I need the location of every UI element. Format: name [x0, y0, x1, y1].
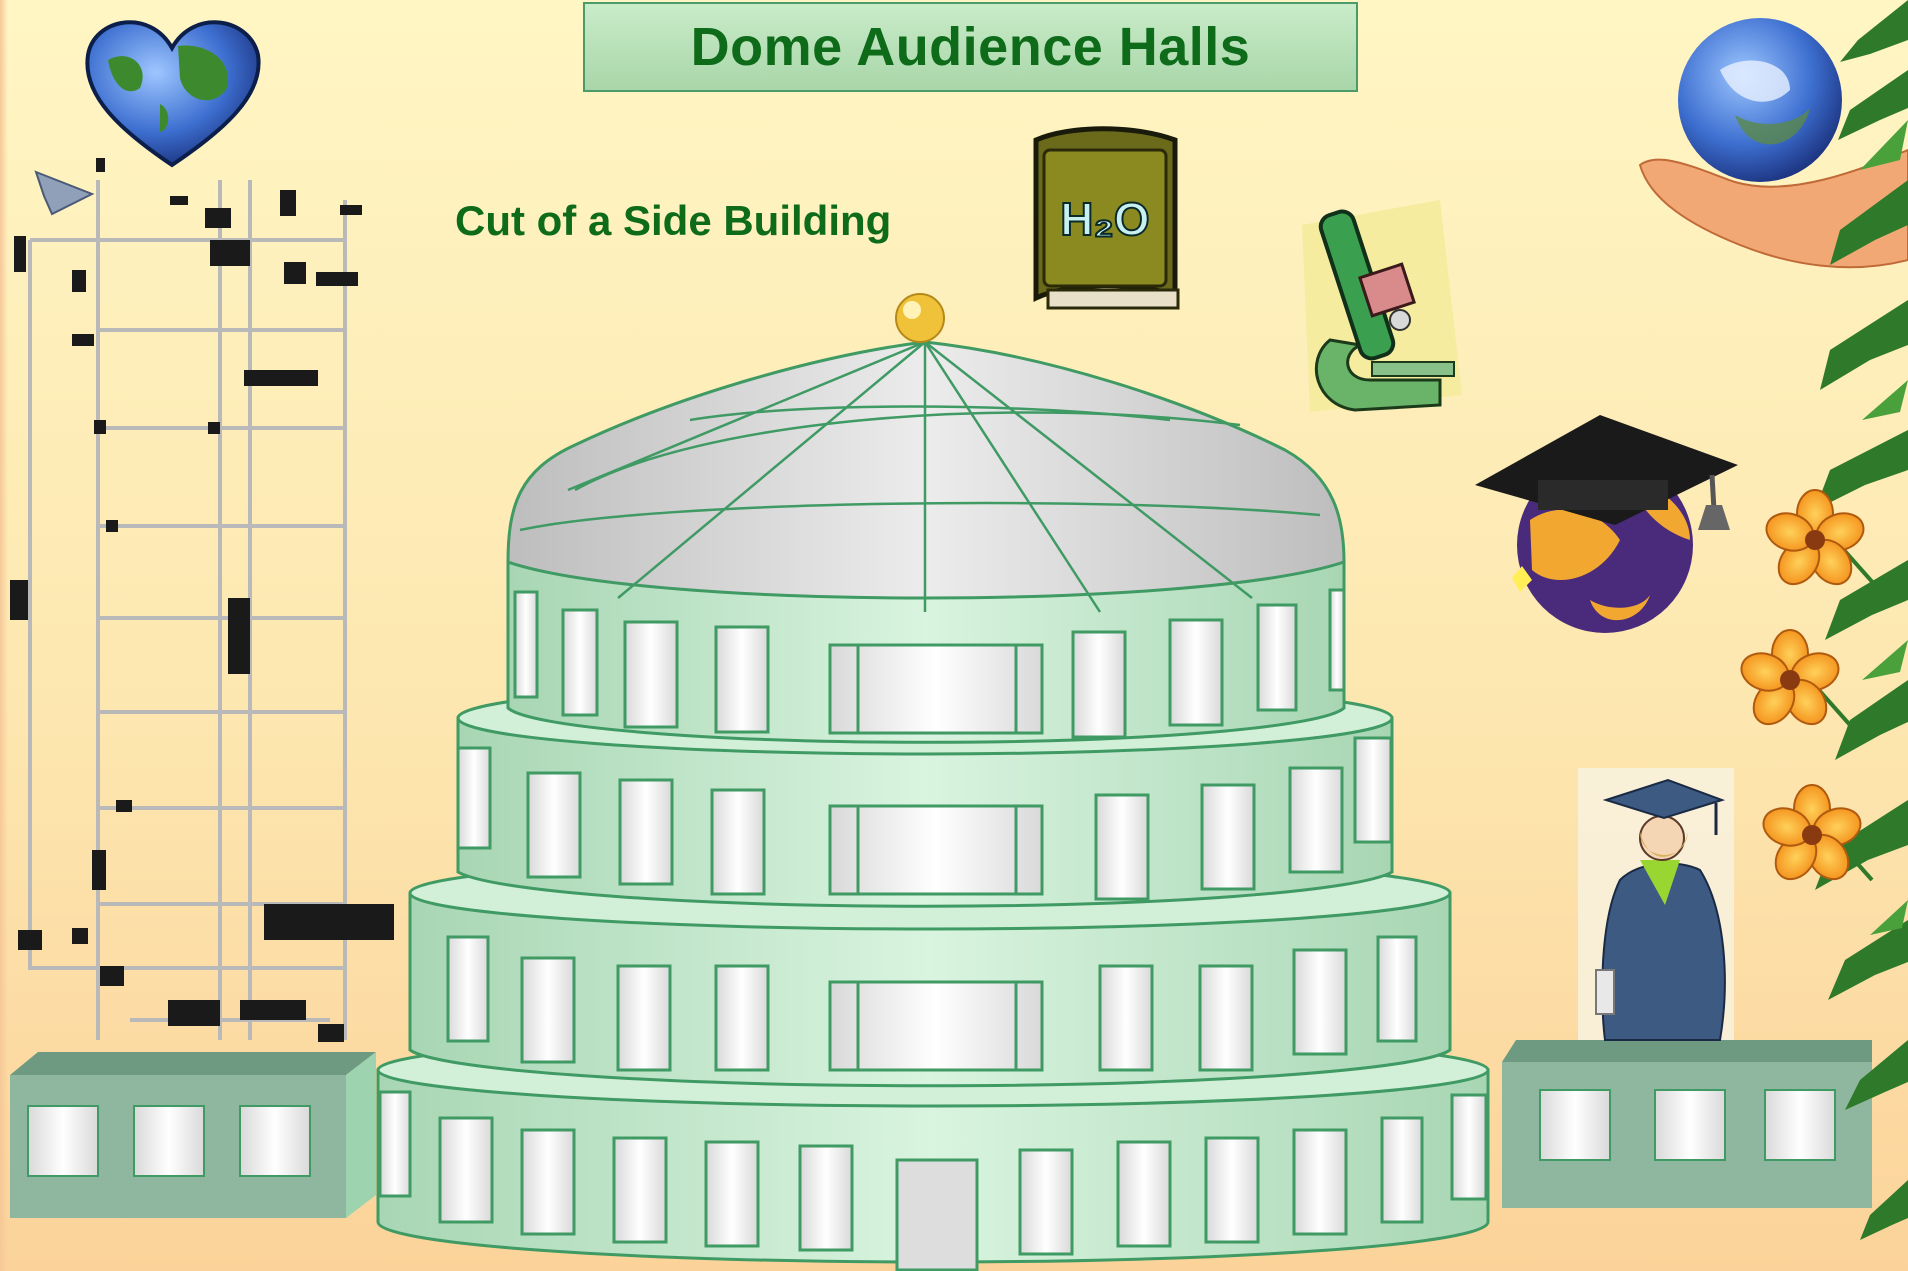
title-banner: Dome Audience Halls: [583, 2, 1358, 92]
graduation-cap-globe-icon: [1475, 415, 1738, 633]
water-book-icon: H₂O: [1033, 126, 1180, 310]
heart-earth-icon: [85, 20, 261, 168]
flower-icon: [1762, 784, 1874, 882]
right-annex: [1502, 1040, 1872, 1208]
left-edge-shading: [0, 0, 8, 1271]
flower-icon: [1740, 629, 1852, 727]
scaffold-ink-marks: [10, 158, 394, 1042]
graduate-student-icon: [1578, 768, 1734, 1041]
side-building-caption: Cut of a Side Building: [455, 197, 892, 244]
plane-icon: [34, 170, 95, 216]
flower-icon: [1765, 489, 1877, 587]
page-title: Dome Audience Halls: [690, 17, 1251, 77]
microscope-icon: [1302, 200, 1462, 412]
dome-building: [376, 340, 1490, 1271]
dome-finial-icon: [895, 293, 945, 343]
left-annex: [10, 1052, 376, 1218]
water-book-label: H₂O: [1060, 193, 1149, 245]
